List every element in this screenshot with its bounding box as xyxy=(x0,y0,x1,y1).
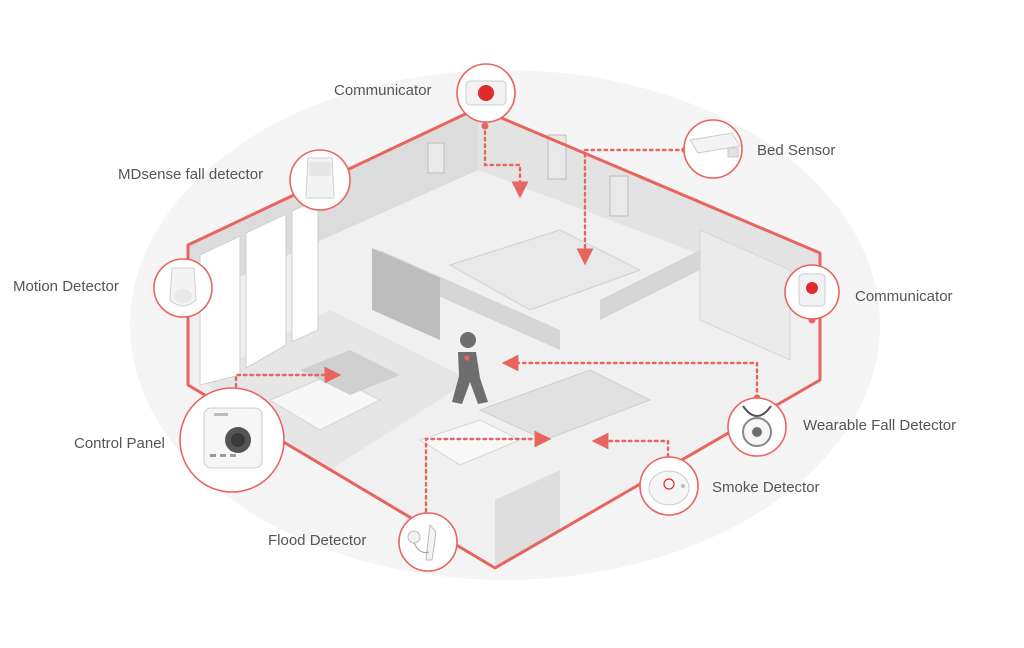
flood-detector-label: Flood Detector xyxy=(268,532,367,549)
motion-detector-label: Motion Detector xyxy=(13,278,119,295)
flood-callout[interactable] xyxy=(398,512,458,572)
pir-sensor-icon xyxy=(305,157,335,199)
flood-sensor-icon xyxy=(407,523,437,561)
connector-communicator-top xyxy=(483,123,529,199)
connector-flood xyxy=(424,430,552,520)
bed-pad-icon xyxy=(689,132,741,158)
connector-bed-sensor xyxy=(576,148,687,266)
connector-control-panel xyxy=(234,366,342,395)
motion-sensor-icon xyxy=(169,267,197,307)
kitchen-counter xyxy=(478,369,652,441)
communicator-icon xyxy=(465,80,507,106)
front-wall xyxy=(495,470,560,568)
bed-sensor-label: Bed Sensor xyxy=(757,142,836,159)
pendant-icon xyxy=(742,405,772,447)
bed-sensor-callout[interactable] xyxy=(683,119,743,179)
connector-wearable xyxy=(501,354,759,400)
control-panel-callout[interactable] xyxy=(179,387,285,493)
smoke-detector-label: Smoke Detector xyxy=(712,479,820,496)
connector-smoke xyxy=(591,432,670,465)
partition-wall-2 xyxy=(600,240,720,320)
mdsense-callout[interactable] xyxy=(289,149,351,211)
person-figure xyxy=(452,332,488,404)
communicator-right-callout[interactable] xyxy=(784,264,840,320)
wall-frame xyxy=(427,142,445,174)
wearable-fall-detector-label: Wearable Fall Detector xyxy=(803,417,957,434)
communicator-icon xyxy=(798,273,826,307)
motion-callout[interactable] xyxy=(153,258,213,318)
dining-table xyxy=(418,419,522,466)
bathroom xyxy=(699,229,791,361)
wall-frame xyxy=(609,175,629,217)
communicator-top-callout[interactable] xyxy=(456,63,516,123)
communicator-top-label: Communicator xyxy=(334,82,432,99)
control-panel-icon xyxy=(203,407,263,469)
mdsense-label: MDsense fall detector xyxy=(118,166,264,183)
smoke-callout[interactable] xyxy=(639,456,699,516)
tv xyxy=(372,248,440,340)
coffee-table xyxy=(300,350,400,395)
wall-frame xyxy=(547,134,567,180)
communicator-right-label: Communicator xyxy=(855,288,953,305)
connectors xyxy=(234,123,759,520)
smoke-detector-icon xyxy=(648,470,690,506)
control-panel-label: Control Panel xyxy=(74,435,165,452)
wearable-callout[interactable] xyxy=(727,397,787,457)
